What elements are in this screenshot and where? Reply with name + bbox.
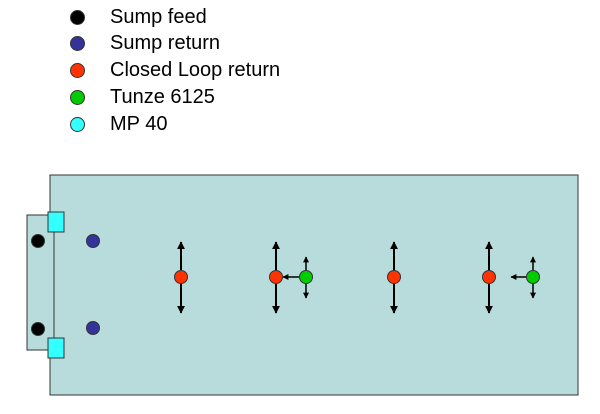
legend-item-tunze-6125: Tunze 6125: [70, 84, 370, 110]
green-dot-icon: [70, 90, 85, 105]
closed-loop-return-1: [174, 241, 188, 314]
black-dot-icon: [70, 10, 85, 25]
legend-label-mp-40: MP 40: [110, 113, 168, 135]
sump-feed-bottom: [31, 322, 45, 336]
legend-item-mp-40: MP 40: [70, 111, 370, 137]
legend-label-sump-feed: Sump feed: [110, 6, 207, 28]
closed-loop-return-2: [269, 241, 283, 314]
closed-loop-return-3: [387, 241, 401, 314]
sump-feed-top: [31, 234, 45, 248]
red-dot-icon: [70, 63, 85, 78]
mp40-pump-top: [47, 211, 65, 233]
mp40-pump-bottom: [47, 337, 65, 359]
legend-item-sump-feed: Sump feed: [70, 4, 370, 30]
sump-return-bottom: [86, 321, 100, 335]
cyan-dot-icon: [70, 117, 85, 132]
legend-label-sump-return: Sump return: [110, 32, 221, 54]
sump-return-top: [86, 234, 100, 248]
legend-label-closed-loop-return: Closed Loop return: [110, 59, 281, 81]
closed-loop-return-4: [482, 241, 496, 314]
legend-item-sump-return: Sump return: [70, 30, 370, 56]
tunze-6125-1: [282, 256, 313, 299]
blue-dot-icon: [70, 36, 85, 51]
legend-label-tunze-6125: Tunze 6125: [110, 86, 215, 108]
display-tank: [49, 174, 579, 396]
tunze-6125-2: [510, 256, 540, 299]
legend-item-closed-loop-return: Closed Loop return: [70, 57, 370, 83]
